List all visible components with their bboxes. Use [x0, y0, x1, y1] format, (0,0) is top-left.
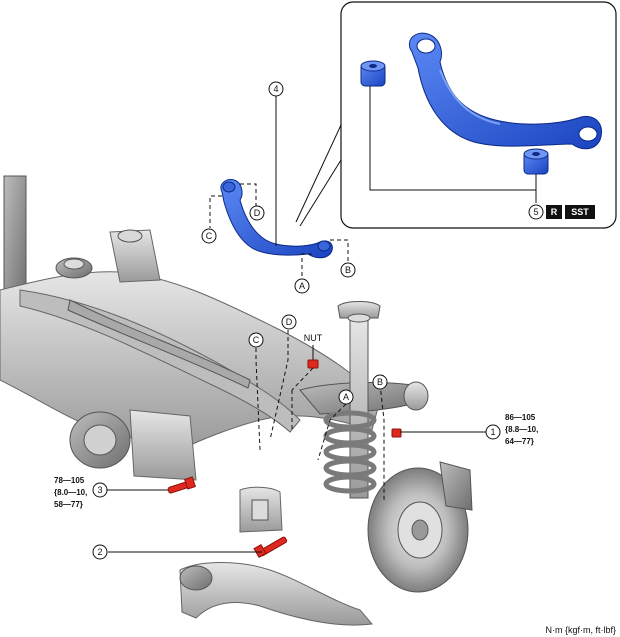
alignment-lines [209, 183, 349, 278]
svg-text:SST: SST [571, 207, 589, 217]
bushing-icon [360, 60, 386, 87]
r-badge: R [546, 205, 562, 219]
svg-text:NUT: NUT [304, 333, 323, 343]
svg-text:86—105: 86—105 [505, 413, 536, 422]
svg-text:64—77}: 64—77} [505, 437, 534, 446]
shock-absorber-icon [337, 301, 381, 499]
svg-text:58—77}: 58—77} [54, 500, 83, 509]
callout-1: 1 [400, 424, 501, 440]
svg-text:{8.8—10,: {8.8—10, [505, 425, 538, 434]
label-b-top: B [340, 262, 356, 278]
svg-text:R: R [551, 207, 558, 217]
svg-text:A: A [299, 281, 305, 291]
label-a-top: A [294, 278, 310, 294]
callout-2: 2 [92, 544, 262, 560]
bolt-icon [253, 536, 288, 559]
callout-5: 5 [528, 204, 544, 220]
stabilizer-bar [67, 299, 251, 389]
label-c-top: C [201, 228, 217, 244]
svg-text:4: 4 [273, 84, 278, 94]
svg-text:78—105: 78—105 [54, 476, 85, 485]
units-note: N·m {kgf·m, ft·lbf} [545, 625, 616, 635]
upper-arm-small [220, 179, 333, 259]
callout-3: 3 [92, 482, 168, 498]
svg-text:D: D [254, 208, 261, 218]
label-c-main: C [248, 332, 264, 348]
lower-arm-icon [179, 562, 373, 626]
bolt-icon [391, 428, 402, 438]
assembly-lines [255, 330, 385, 500]
svg-text:5: 5 [533, 207, 538, 217]
svg-text:A: A [343, 392, 349, 402]
zoom-inset: 5 R SST [295, 1, 617, 229]
coil-spring-icon [323, 410, 377, 494]
svg-text:2: 2 [97, 547, 102, 557]
label-d-top: D [249, 205, 265, 221]
label-d-main: D [281, 314, 297, 330]
bolt-icon [167, 476, 196, 494]
callout-4: 4 [268, 81, 284, 246]
label-nut: NUT [304, 333, 323, 343]
svg-text:C: C [253, 335, 260, 345]
torque-spec-3: 78—105 {8.0—10, 58—77} [54, 476, 87, 509]
torque-spec-1: 86—105 {8.8—10, 64—77} [505, 413, 538, 446]
sst-badge: SST [565, 205, 595, 219]
svg-text:B: B [345, 265, 351, 275]
label-b-main: B [372, 374, 388, 390]
svg-text:{8.0—10,: {8.0—10, [54, 488, 87, 497]
upper-arm-icon [408, 32, 602, 150]
bushing-icon [523, 148, 549, 175]
svg-text:1: 1 [490, 427, 495, 437]
svg-text:D: D [286, 317, 293, 327]
svg-text:3: 3 [97, 485, 102, 495]
nut-icon [307, 345, 319, 369]
label-a-main: A [338, 389, 354, 405]
svg-text:B: B [377, 377, 383, 387]
svg-text:C: C [206, 231, 213, 241]
brake-disc-icon [367, 461, 473, 593]
